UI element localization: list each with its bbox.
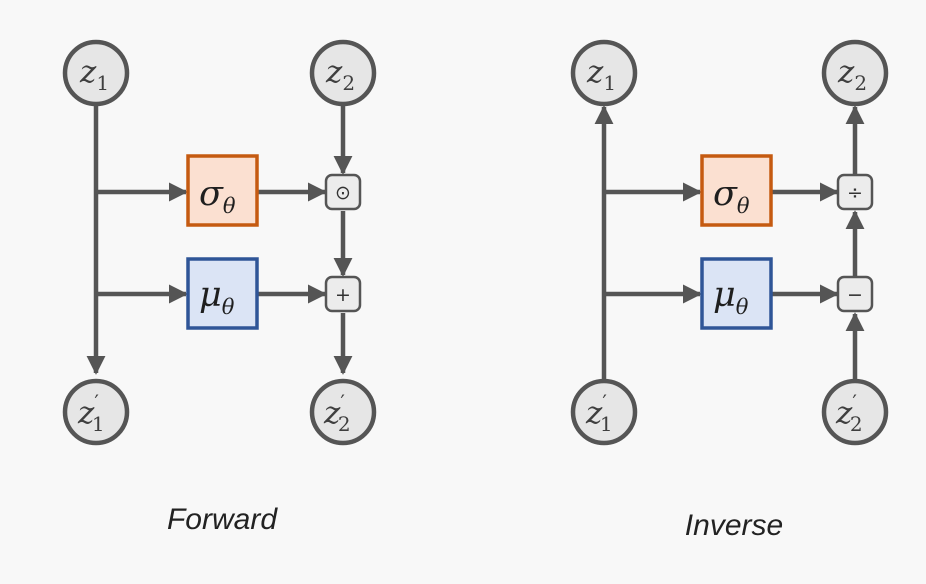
inverse-node-z2-prime: z′2 [821,378,889,446]
node-sub-text: 2 [342,71,355,95]
node-sub-text: 1 [600,412,613,436]
forward-caption: Forward [167,503,278,536]
op-symbol: ÷ [847,182,863,204]
node-main-text: z [837,54,855,90]
forward-op-multiply: ⊙ [324,173,362,211]
node-main-text: z [79,54,97,90]
node-sub-text: 1 [92,412,105,436]
inverse-node-z1-prime: z′1 [570,378,638,446]
svg-text:z′1: z′1 [77,390,105,436]
forward-mu-box: μθ [186,257,259,330]
node-prime-text: ′ [852,390,857,414]
node-sub-text: 2 [338,412,351,436]
node-sub-text: 1 [96,71,109,95]
sigma-sub-text: θ [737,194,750,218]
node-main-text: z [325,54,343,90]
mu-sub-text: θ [736,295,749,319]
inverse-op-divide: ÷ [836,173,874,211]
op-symbol: + [335,284,351,306]
node-sub-text: 2 [854,71,867,95]
node-prime-text: ′ [94,390,99,414]
node-main-text: z [323,395,341,431]
forward-node-z2-prime: z′2 [309,378,377,446]
svg-text:z′1: z′1 [585,390,613,436]
forward-node-z2: z2 [309,39,377,107]
inverse-connectors [594,105,865,381]
node-main-text: z [835,395,853,431]
inverse-diagram: z1 z2 z′1 z′2 σθ μθ ÷ − Inv [570,39,889,542]
mu-text: μ [199,275,222,315]
node-main-text: z [585,395,603,431]
sigma-text: σ [713,174,738,214]
svg-text:z1: z1 [79,54,109,95]
inverse-node-z1: z1 [570,39,638,107]
op-symbol: ⊙ [335,182,351,204]
inverse-caption: Inverse [685,509,783,542]
svg-text:z1: z1 [586,54,616,95]
sigma-text: σ [199,174,224,214]
svg-text:μθ: μθ [713,275,749,319]
forward-diagram: z1 z2 z′1 z′2 σθ μθ ⊙ + [62,39,377,536]
svg-text:z′2: z′2 [323,390,351,436]
node-main-text: z [586,54,604,90]
svg-text:μθ: μθ [199,275,235,319]
inverse-sigma-box: σθ [700,154,773,227]
node-prime-text: ′ [602,390,607,414]
svg-text:σθ: σθ [713,174,750,218]
mu-text: μ [713,275,736,315]
svg-text:z2: z2 [837,54,867,95]
svg-text:z2: z2 [325,54,355,95]
node-sub-text: 1 [603,71,616,95]
node-prime-text: ′ [340,390,345,414]
node-main-text: z [77,395,95,431]
svg-text:z′2: z′2 [835,390,863,436]
forward-op-add: + [324,275,362,313]
node-sub-text: 2 [850,412,863,436]
svg-text:σθ: σθ [199,174,236,218]
inverse-mu-box: μθ [700,257,773,330]
forward-connectors [86,104,353,375]
op-symbol: − [847,284,863,306]
sigma-sub-text: θ [223,194,236,218]
mu-sub-text: θ [222,295,235,319]
inverse-op-subtract: − [836,275,874,313]
forward-sigma-box: σθ [186,154,259,227]
forward-node-z1-prime: z′1 [62,378,130,446]
forward-node-z1: z1 [62,39,130,107]
inverse-node-z2: z2 [821,39,889,107]
